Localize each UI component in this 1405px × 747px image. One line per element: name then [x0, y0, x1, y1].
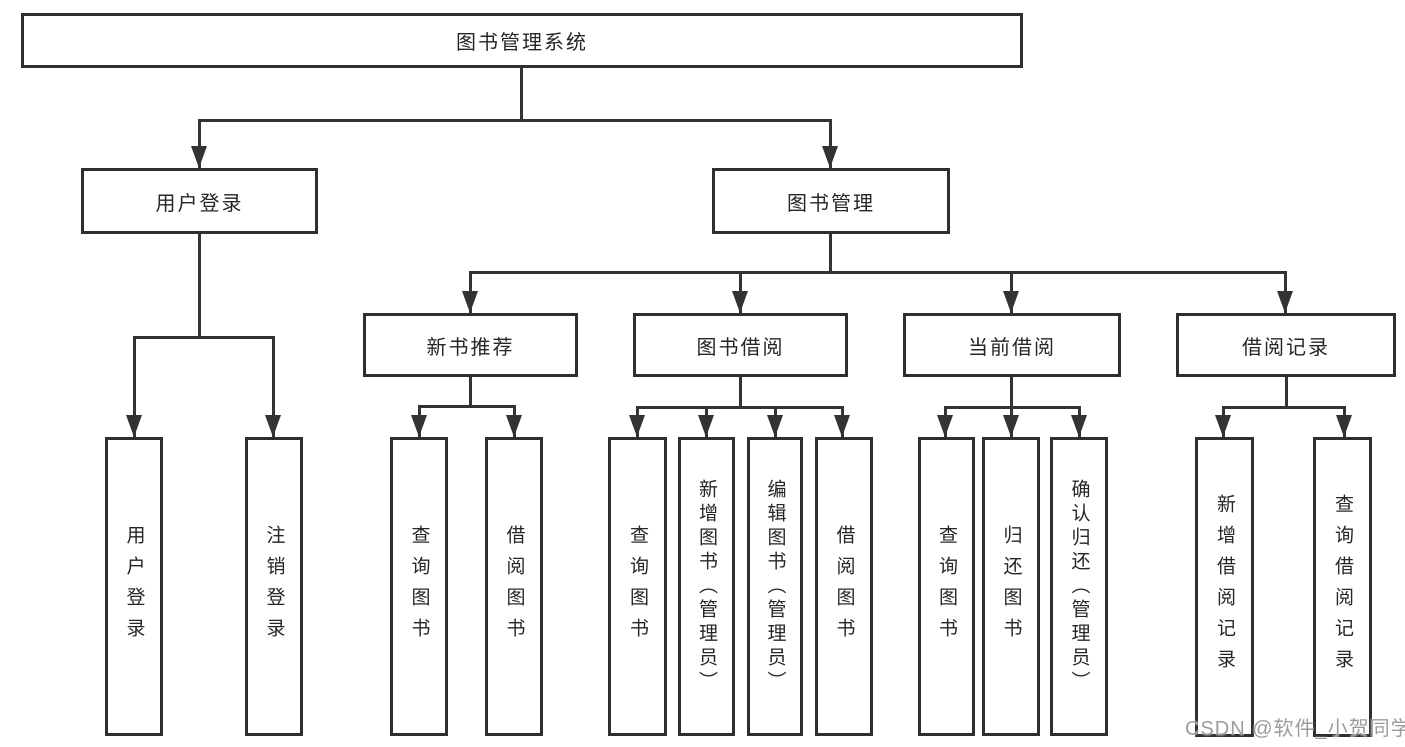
arrow-down-icon [834, 415, 850, 437]
connector-line [418, 405, 516, 408]
connector-line [1010, 377, 1013, 408]
arrow-down-icon [411, 415, 427, 437]
arrow-down-icon [698, 415, 714, 437]
node-root-label: 图书管理系统 [456, 32, 588, 54]
node-book-management: 图书管理 [712, 168, 950, 234]
leaf-borrow-edit-books-admin: 编辑图书（管理员） [747, 437, 803, 736]
arrow-down-icon [629, 415, 645, 437]
watermark: CSDN @软件_小贺同学 [1185, 718, 1405, 740]
leaf-current-query-books-label: 查询图书 [936, 524, 957, 649]
node-borrow-records: 借阅记录 [1176, 313, 1396, 377]
arrow-down-icon [1071, 415, 1087, 437]
connector-line [1222, 406, 1346, 409]
leaf-current-confirm-return-admin: 确认归还（管理员） [1050, 437, 1108, 736]
node-book-borrow-label: 图书借阅 [696, 336, 785, 359]
node-user-login-label: 用户登录 [155, 192, 244, 215]
leaf-current-return-books-label: 归还图书 [1000, 524, 1022, 649]
leaf-borrow-query-books: 查询图书 [608, 437, 667, 736]
node-book-management-label: 图书管理 [787, 192, 875, 215]
leaf-logout: 注销登录 [245, 437, 303, 736]
node-current-borrow-label: 当前借阅 [968, 336, 1056, 359]
arrow-down-icon [1003, 291, 1019, 313]
connector-line [469, 271, 1287, 274]
arrow-down-icon [462, 291, 478, 313]
connector-line [1285, 377, 1288, 408]
leaf-records-query-record-label: 查询借阅记录 [1332, 494, 1353, 680]
connector-line [133, 336, 136, 437]
leaf-current-return-books: 归还图书 [982, 437, 1040, 736]
leaf-newrec-query-books: 查询图书 [390, 437, 448, 736]
leaf-borrow-add-books-admin: 新增图书（管理员） [678, 437, 735, 736]
connector-line [469, 377, 472, 407]
leaf-newrec-borrow-books: 借阅图书 [485, 437, 543, 736]
connector-line [198, 119, 201, 168]
arrow-down-icon [1336, 415, 1352, 437]
connector-line [829, 234, 832, 273]
leaf-current-query-books: 查询图书 [918, 437, 975, 736]
leaf-borrow-edit-books-admin-label: 编辑图书（管理员） [764, 478, 786, 695]
leaf-borrow-borrow-books-label: 借阅图书 [833, 524, 855, 649]
arrow-down-icon [506, 415, 522, 437]
arrow-down-icon [822, 146, 838, 168]
connector-line [944, 406, 1081, 409]
connector-line [739, 377, 742, 408]
arrow-down-icon [191, 146, 207, 168]
connector-line [272, 336, 275, 437]
connector-line [198, 234, 201, 338]
connector-line [636, 406, 844, 409]
leaf-borrow-query-books-label: 查询图书 [627, 524, 648, 649]
arrow-down-icon [937, 415, 953, 437]
leaf-newrec-borrow-books-label: 借阅图书 [503, 524, 525, 649]
leaf-borrow-borrow-books: 借阅图书 [815, 437, 873, 736]
leaf-borrow-add-books-admin-label: 新增图书（管理员） [696, 478, 717, 695]
node-current-borrow: 当前借阅 [903, 313, 1121, 377]
leaf-current-confirm-return-admin-label: 确认归还（管理员） [1068, 478, 1090, 695]
arrow-down-icon [126, 415, 142, 437]
node-user-login: 用户登录 [81, 168, 318, 234]
connector-line [198, 119, 832, 122]
arrow-down-icon [1215, 415, 1231, 437]
arrow-down-icon [265, 415, 281, 437]
leaf-logout-label: 注销登录 [263, 524, 285, 649]
node-book-borrow: 图书借阅 [633, 313, 848, 377]
arrow-down-icon [767, 415, 783, 437]
leaf-newrec-query-books-label: 查询图书 [408, 524, 430, 649]
leaf-records-add-record: 新增借阅记录 [1195, 437, 1254, 737]
leaf-user-login: 用户登录 [105, 437, 163, 736]
connector-line [133, 336, 275, 339]
arrow-down-icon [1277, 291, 1293, 313]
arrow-down-icon [1003, 415, 1019, 437]
node-new-book-recommend: 新书推荐 [363, 313, 578, 377]
node-new-book-recommend-label: 新书推荐 [426, 336, 515, 359]
node-root: 图书管理系统 [21, 13, 1023, 68]
connector-line [829, 119, 832, 168]
arrow-down-icon [732, 291, 748, 313]
leaf-user-login-label: 用户登录 [123, 524, 145, 649]
leaf-records-query-record: 查询借阅记录 [1313, 437, 1372, 737]
leaf-records-add-record-label: 新增借阅记录 [1214, 494, 1235, 680]
connector-line [520, 68, 523, 121]
node-borrow-records-label: 借阅记录 [1242, 336, 1330, 359]
